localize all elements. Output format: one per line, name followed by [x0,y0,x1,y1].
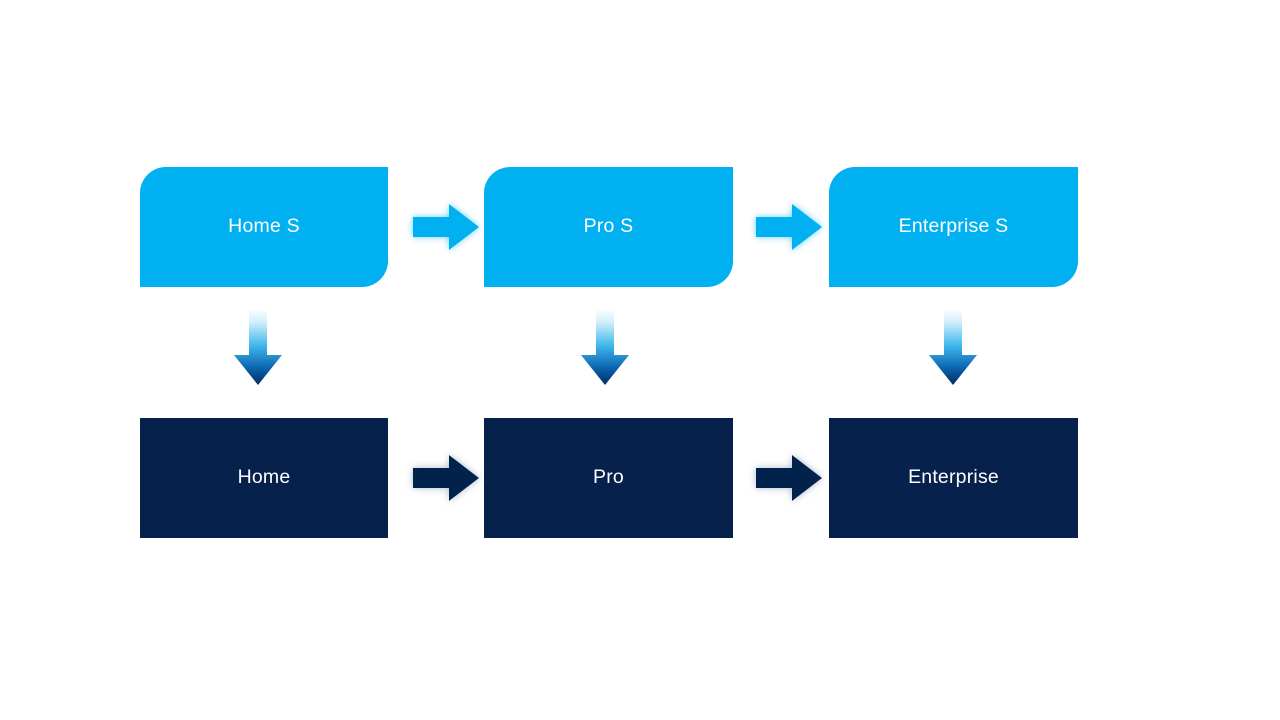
arrow-right-icon-pro-s-to-enterprise-s [752,199,826,255]
arrow-down-icon-home-s-to-home [230,307,286,389]
node-pro[interactable]: Pro [484,418,733,538]
arrow-right-icon-home-to-pro [409,450,483,506]
node-label: Enterprise [908,466,999,489]
node-pro-s[interactable]: Pro S [484,167,733,287]
node-home[interactable]: Home [140,418,388,538]
node-home-s[interactable]: Home S [140,167,388,287]
node-label: Home S [228,215,300,238]
node-label: Pro [593,466,624,489]
node-label: Pro S [583,215,634,238]
arrow-right-icon-home-s-to-pro-s [409,199,483,255]
node-label: Home [237,466,291,489]
node-enterprise[interactable]: Enterprise [829,418,1078,538]
arrow-down-icon-enterprise-s-to-enterprise [925,307,981,389]
node-enterprise-s[interactable]: Enterprise S [829,167,1078,287]
arrow-down-icon-pro-s-to-pro [577,307,633,389]
arrow-right-icon-pro-to-enterprise [752,450,826,506]
node-label: Enterprise S [898,215,1009,238]
